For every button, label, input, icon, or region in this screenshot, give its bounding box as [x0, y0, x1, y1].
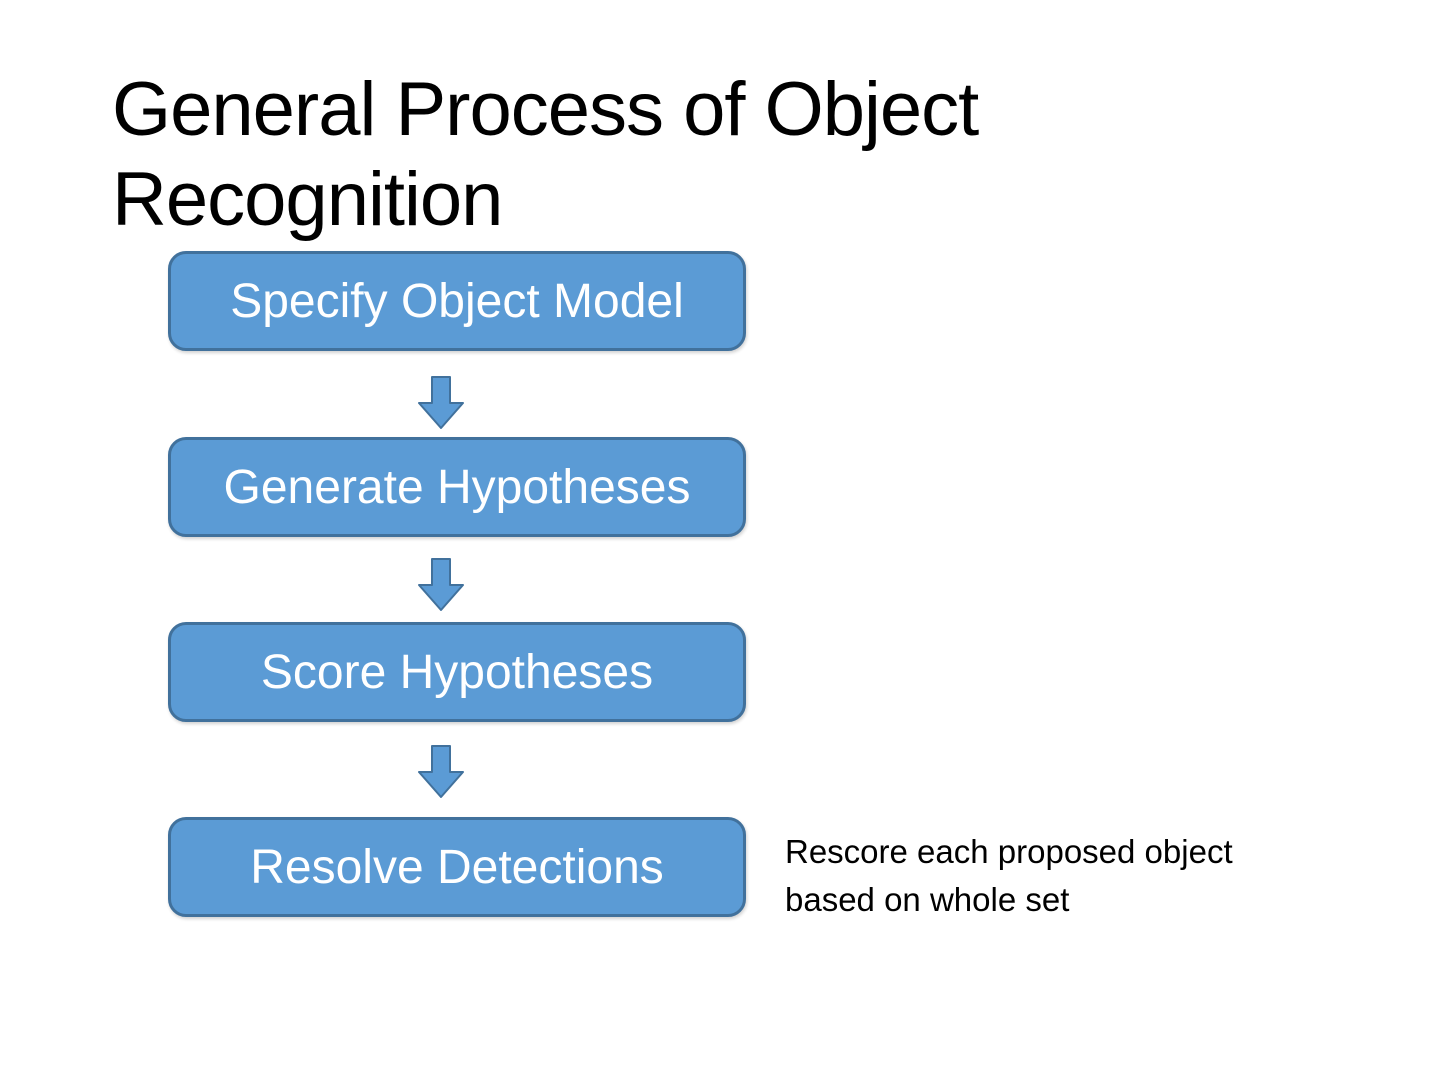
flow-step-label: Generate Hypotheses [223, 460, 691, 514]
down-arrow-icon [417, 376, 465, 430]
flow-step-label: Resolve Detections [250, 840, 664, 894]
page-title: General Process of Object Recognition [112, 65, 1312, 245]
flow-step-generate-hypotheses: Generate Hypotheses [168, 437, 746, 537]
annotation-text: Rescore each proposed object based on wh… [785, 828, 1305, 924]
flow-step-label: Score Hypotheses [260, 645, 654, 699]
flow-step-specify-object-model: Specify Object Model [168, 251, 746, 351]
title-line: Recognition [112, 156, 503, 242]
annotation-line: Rescore each proposed object [785, 833, 1233, 870]
down-arrow-icon [417, 558, 465, 612]
flowchart: Specify Object Model Generate Hypotheses… [168, 0, 746, 1080]
flow-step-resolve-detections: Resolve Detections [168, 817, 746, 917]
flow-step-label: Specify Object Model [230, 274, 684, 328]
flow-step-score-hypotheses: Score Hypotheses [168, 622, 746, 722]
title-line: General Process of Object [112, 66, 979, 152]
annotation-line: based on whole set [785, 881, 1070, 918]
down-arrow-icon [417, 745, 465, 799]
